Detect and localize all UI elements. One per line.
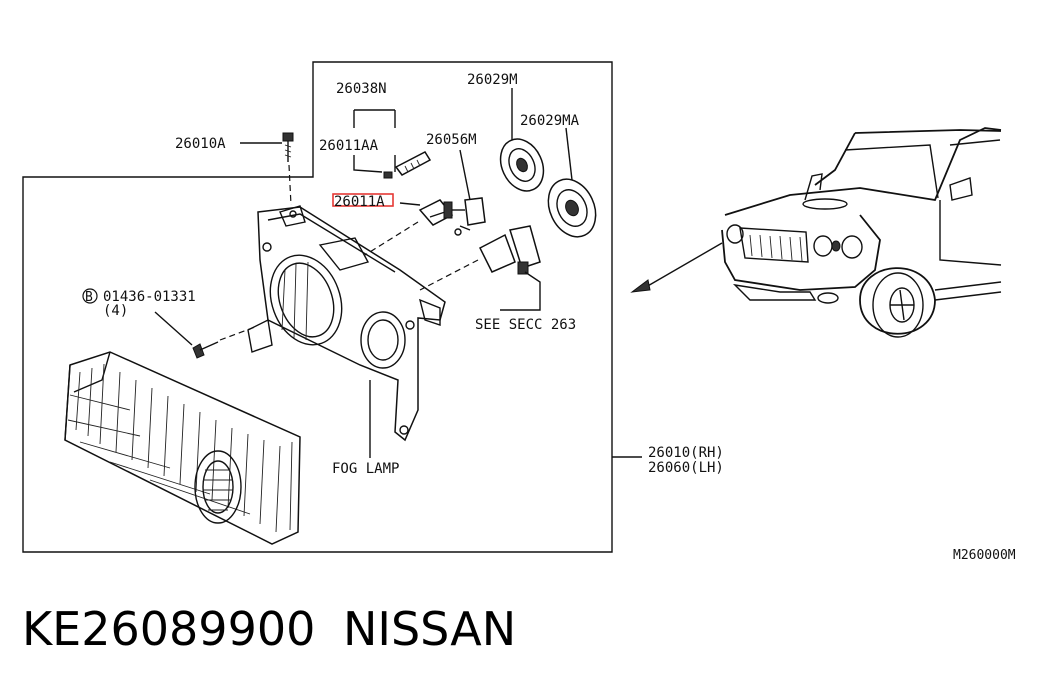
label-see-section: SEE SECC 263	[475, 317, 576, 333]
label-26029M: 26029M	[467, 72, 518, 88]
footer-brand: NISSAN	[343, 602, 516, 656]
fog-bulb-socket	[419, 225, 541, 311]
bolt-01436-01331	[192, 326, 256, 359]
label-rh: 26010(RH)	[648, 445, 724, 461]
bolt-ref-circle	[82, 288, 98, 304]
cap-26029M	[499, 138, 545, 192]
connector-26056M	[454, 197, 486, 236]
label-26038N: 26038N	[336, 81, 387, 97]
label-26011AA: 26011AA	[319, 138, 379, 154]
bolt-26010A	[282, 132, 294, 206]
label-lh: 26060(LH)	[648, 460, 724, 476]
leader-lines	[154, 88, 642, 458]
headlamp-lens	[64, 351, 301, 545]
footer-part-number: KE26089900	[22, 602, 315, 656]
highlight-box	[332, 193, 394, 207]
diagram-code: M260000M	[953, 548, 1016, 563]
label-bolt-qty: (4)	[103, 303, 128, 319]
bulb-26011AA	[383, 151, 432, 179]
label-26029MA: 26029MA	[520, 113, 580, 129]
bulb-26011A	[364, 199, 465, 256]
label-fog-lamp: FOG LAMP	[332, 461, 399, 477]
label-bolt-ref: 01436-01331	[103, 289, 196, 305]
label-26010A: 26010A	[175, 136, 226, 152]
diagram-frame	[22, 61, 613, 553]
label-26056M: 26056M	[426, 132, 477, 148]
bolt-ref-circle-letter: B	[85, 290, 93, 305]
label-26011A[interactable]: 26011A	[334, 194, 385, 210]
cap-26029MA	[547, 178, 597, 238]
headlamp-housing	[247, 205, 446, 442]
vehicle-illustration	[630, 127, 1002, 338]
